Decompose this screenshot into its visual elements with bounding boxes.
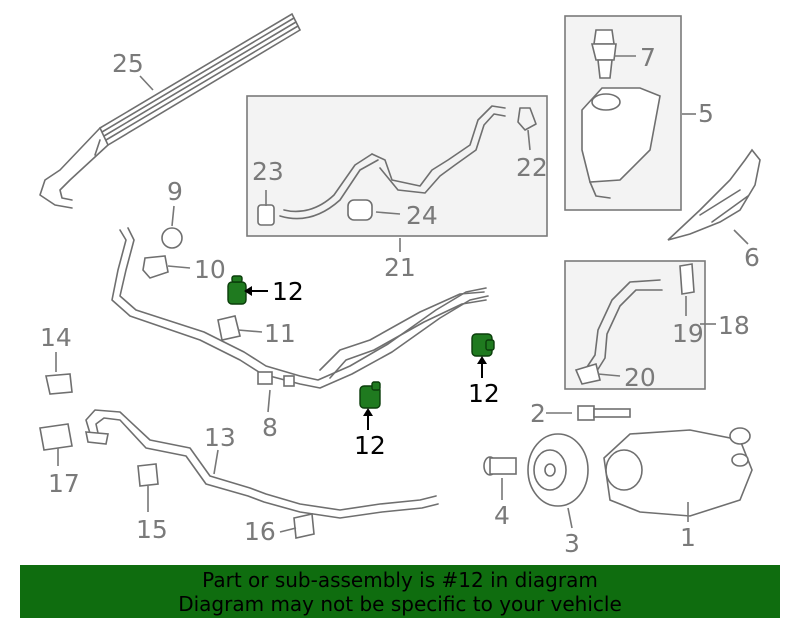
callout-9: 9 xyxy=(167,177,183,206)
pulley-part-3 xyxy=(527,433,589,507)
callout-6: 6 xyxy=(744,243,760,272)
callout-2: 2 xyxy=(530,399,546,428)
callout-19: 19 xyxy=(672,319,704,348)
highlighted-part-12-b xyxy=(471,333,495,357)
reservoir-part-5 xyxy=(581,29,661,199)
callout-14: 14 xyxy=(40,323,72,352)
oil-cooler-part xyxy=(39,12,302,209)
clamp-part-16 xyxy=(293,513,315,539)
callout-22: 22 xyxy=(516,153,548,182)
callout-3: 3 xyxy=(564,529,580,558)
callout-15: 15 xyxy=(136,515,168,544)
callout-24: 24 xyxy=(406,201,438,230)
callout-16: 16 xyxy=(244,517,276,546)
callout-11: 11 xyxy=(264,319,296,348)
bracket-part-6 xyxy=(667,148,761,241)
o-ring-part-9 xyxy=(161,227,183,249)
clamp-part-15 xyxy=(137,463,159,487)
return-line-part-13 xyxy=(85,409,439,519)
callout-25: 25 xyxy=(112,49,144,78)
callout-21: 21 xyxy=(384,253,416,282)
callout-10: 10 xyxy=(194,255,226,284)
callout-20: 20 xyxy=(624,363,656,392)
callout-13: 13 xyxy=(204,423,236,452)
callout-18: 18 xyxy=(718,311,750,340)
clamp-part-14 xyxy=(45,373,73,395)
callout-12-c: 12 xyxy=(354,431,386,460)
clamp-part-17 xyxy=(39,423,73,451)
highlighted-part-12-c xyxy=(359,381,381,409)
clamp-part-11 xyxy=(217,315,241,341)
subassembly-box-21 xyxy=(246,95,548,237)
callout-23: 23 xyxy=(252,157,284,186)
callout-4: 4 xyxy=(494,501,510,530)
callout-17: 17 xyxy=(48,469,80,498)
leader-lines xyxy=(55,55,749,533)
bushing-part-10 xyxy=(142,255,169,279)
hose-assembly-18 xyxy=(574,263,695,385)
pressure-line-part-8 xyxy=(111,227,489,389)
hose-assembly-21 xyxy=(257,105,537,226)
banner-line-1: Part or sub-assembly is #12 in diagram xyxy=(202,568,598,592)
pin-part-4 xyxy=(483,456,517,476)
callout-7: 7 xyxy=(640,43,656,72)
callout-1: 1 xyxy=(680,523,696,552)
banner-line-2: Diagram may not be specific to your vehi… xyxy=(178,592,622,616)
callout-12-b: 12 xyxy=(468,379,500,408)
pump-part-1 xyxy=(603,427,753,517)
highlighted-part-12-a xyxy=(227,275,247,305)
callout-5: 5 xyxy=(698,99,714,128)
parts-diagram: 25 9 10 11 8 14 17 15 13 16 23 24 21 22 … xyxy=(39,12,761,558)
callout-8: 8 xyxy=(262,413,278,442)
bolt-part-2 xyxy=(577,405,631,421)
info-banner: Part or sub-assembly is #12 in diagram D… xyxy=(20,565,780,618)
callout-12-a: 12 xyxy=(272,277,304,306)
